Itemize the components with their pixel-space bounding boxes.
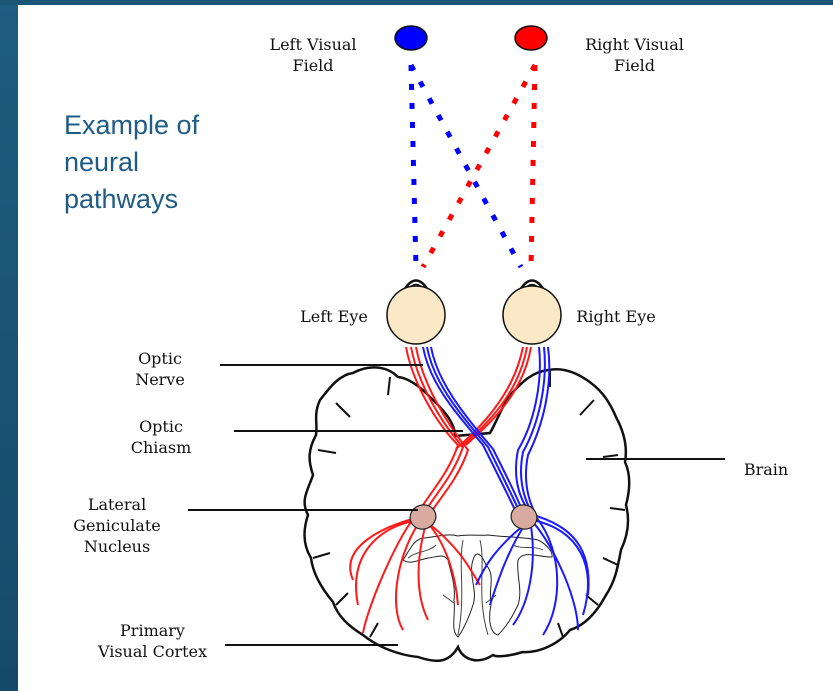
label-line: Brain — [736, 459, 796, 480]
brain-label: Brain — [736, 459, 796, 480]
label-line: Primary — [90, 620, 215, 641]
label-line: Left Eye — [294, 306, 374, 327]
left-visual-field-label: Left Visual Field — [256, 34, 370, 76]
lgn-label: Lateral Geniculate Nucleus — [62, 494, 172, 557]
right-visual-field-dot — [515, 26, 547, 50]
left-field-to-left-eye-path — [411, 65, 416, 267]
label-line: Geniculate — [62, 515, 172, 536]
right-eye-label: Right Eye — [568, 306, 664, 327]
label-line: Field — [256, 55, 370, 76]
right-field-to-right-eye-path — [531, 65, 535, 267]
label-line: Optic — [126, 416, 196, 437]
left-eye — [387, 281, 445, 345]
right-eye — [503, 281, 561, 345]
label-line: Field — [572, 55, 697, 76]
right-visual-field-label: Right Visual Field — [572, 34, 697, 76]
label-line: Visual Cortex — [90, 641, 215, 662]
right-field-to-left-eye-path — [423, 65, 535, 267]
label-line: Lateral — [62, 494, 172, 515]
optic-nerve-label: Optic Nerve — [130, 348, 190, 390]
label-line: Left Visual — [256, 34, 370, 55]
left-eye-label: Left Eye — [294, 306, 374, 327]
slide: Example of neural pathways — [18, 5, 833, 691]
slide-frame-left — [0, 0, 18, 691]
optic-chiasm-label: Optic Chiasm — [126, 416, 196, 458]
label-line: Nerve — [130, 369, 190, 390]
cortex-label: Primary Visual Cortex — [90, 620, 215, 662]
label-line: Optic — [130, 348, 190, 369]
label-line: Nucleus — [62, 536, 172, 557]
label-line: Chiasm — [126, 437, 196, 458]
label-line: Right Visual — [572, 34, 697, 55]
left-field-to-right-eye-path — [411, 65, 521, 267]
left-visual-field-dot — [395, 26, 427, 50]
label-line: Right Eye — [568, 306, 664, 327]
